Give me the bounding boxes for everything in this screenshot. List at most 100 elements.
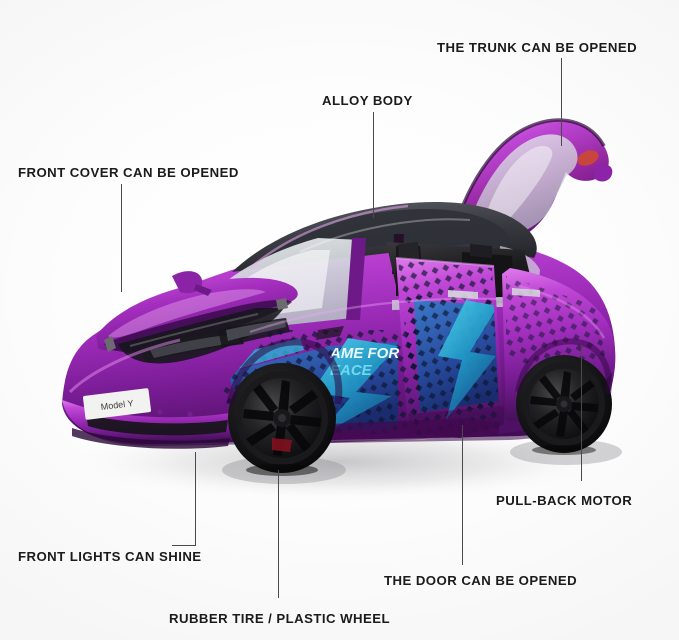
license-plate-text: Model Y: [100, 398, 134, 412]
hatch-taillight: [577, 150, 599, 166]
rear-wheel-shadow: [510, 439, 622, 465]
door-edge-highlight: [395, 257, 495, 267]
front-wheel-arch: [226, 338, 343, 405]
headlight-right-lens: [226, 320, 286, 341]
rear-tire: [516, 355, 612, 453]
callout-label-pull-back-motor: PULL-BACK MOTOR: [496, 493, 633, 508]
door-blue-dots: [408, 296, 500, 420]
rear-quarter-glass: [498, 246, 540, 292]
front-hub-cap: [273, 409, 291, 427]
front-seat-back: [398, 242, 420, 274]
livery-side-vent: [316, 326, 344, 340]
roof-rail-highlight: [249, 204, 409, 269]
front-brake-caliper: [272, 438, 292, 452]
open-front-hood: [96, 277, 298, 364]
hatch-edge-trim: [450, 118, 606, 237]
leader-line-door: [462, 425, 463, 565]
callout-label-rubber-tire: RUBBER TIRE / PLASTIC WHEEL: [169, 611, 390, 626]
front-sensor-2: [187, 411, 193, 417]
door-blue-field: [414, 300, 500, 412]
rear-wheel-arch: [515, 338, 612, 395]
ground-shadow: [62, 422, 618, 502]
door-bottom-shade: [408, 406, 504, 438]
leader-line-front-cover: [121, 184, 122, 292]
door-handle: [448, 290, 478, 299]
rear-door-handle: [512, 288, 540, 297]
roof-specular: [299, 218, 471, 253]
front-end: Model Y: [62, 318, 290, 449]
rear-hub-center: [560, 400, 568, 408]
hood-highlight: [108, 289, 266, 338]
rocker-panel: [236, 418, 500, 444]
front-splitter: [72, 428, 230, 449]
windshield: [196, 238, 362, 330]
hood-hinge-left: [104, 336, 116, 352]
cabin-greenhouse: [196, 202, 540, 330]
front-tire: [228, 363, 336, 473]
rear-fender: [502, 268, 616, 422]
front-tire-sidewall: [236, 371, 328, 465]
car-body-shell: [62, 238, 616, 444]
front-lower-grille: [86, 414, 228, 436]
front-rim-spokes: [243, 380, 321, 456]
rear-rim-spokes: [530, 371, 598, 437]
body-crease-highlight: [249, 297, 521, 334]
rear-seat-headrest: [470, 244, 492, 258]
callout-label-front-cover: FRONT COVER CAN BE OPENED: [18, 165, 239, 180]
roof-panel: [232, 202, 537, 272]
frunk-inner-edge: [129, 313, 259, 347]
leader-line-front-lights-horizontal: [172, 545, 196, 546]
door-sill-chrome: [392, 296, 538, 310]
hatch-glass: [468, 134, 578, 236]
rear-tire-sidewall: [523, 362, 605, 446]
rear-bumper-shade: [534, 372, 612, 420]
hood-panel: [96, 277, 298, 351]
license-plate: Model Y: [83, 388, 151, 420]
rear-seat: [462, 252, 514, 292]
headlight-left: [140, 330, 244, 362]
front-seat: [396, 246, 424, 296]
rear-fender-highlight: [517, 284, 606, 339]
front-bumper: [62, 400, 236, 444]
front-wheel-shadow: [222, 456, 346, 484]
body-lower-shade: [66, 406, 604, 446]
door-dot-pattern: [398, 260, 500, 436]
rear-hub-cap: [556, 396, 572, 412]
door-panel-outer: [396, 258, 504, 438]
open-trunk-hatch: [450, 118, 613, 240]
hood-hinge-right: [276, 298, 288, 310]
callout-label-front-lights: FRONT LIGHTS CAN SHINE: [18, 549, 202, 564]
headlight-left-lens: [150, 334, 240, 358]
a-pillar: [346, 238, 366, 320]
rear-tire-contact: [532, 445, 596, 455]
front-rim: [242, 378, 322, 458]
hatch-glass-highlight: [486, 145, 553, 218]
open-rear-door: [395, 257, 504, 438]
livery-cyan-bolt: [312, 338, 398, 436]
callout-label-alloy-body: ALLOY BODY: [322, 93, 413, 108]
front-fender-highlight: [68, 338, 181, 394]
livery-dot-pattern: [220, 330, 420, 436]
front-hub-center: [278, 414, 286, 422]
front-tire-contact: [246, 464, 318, 476]
interior-cavity: [386, 242, 536, 312]
door-cyan-bolt: [438, 300, 498, 420]
side-mirror: [172, 271, 203, 294]
side-livery: AME FOR EACE: [220, 326, 420, 436]
leader-line-front-lights-vertical: [195, 452, 196, 545]
hatch-tip: [594, 164, 613, 182]
hood-underside: [104, 299, 292, 353]
leader-line-alloy-body: [373, 112, 374, 218]
livery-blue-panel: [228, 342, 398, 430]
car-interior: [386, 242, 538, 312]
rear-quarter: [502, 268, 616, 422]
livery-text-line2: EACE: [330, 362, 373, 379]
front-sensor-1: [157, 409, 163, 415]
leader-line-rubber-tire: [278, 470, 279, 598]
livery-text-line1: AME FOR: [329, 345, 399, 362]
side-mirror-stem: [194, 284, 212, 296]
panoramic-roof-glass: [262, 208, 510, 260]
rear-fender-dots: [506, 276, 606, 376]
windshield-highlight: [214, 250, 330, 318]
